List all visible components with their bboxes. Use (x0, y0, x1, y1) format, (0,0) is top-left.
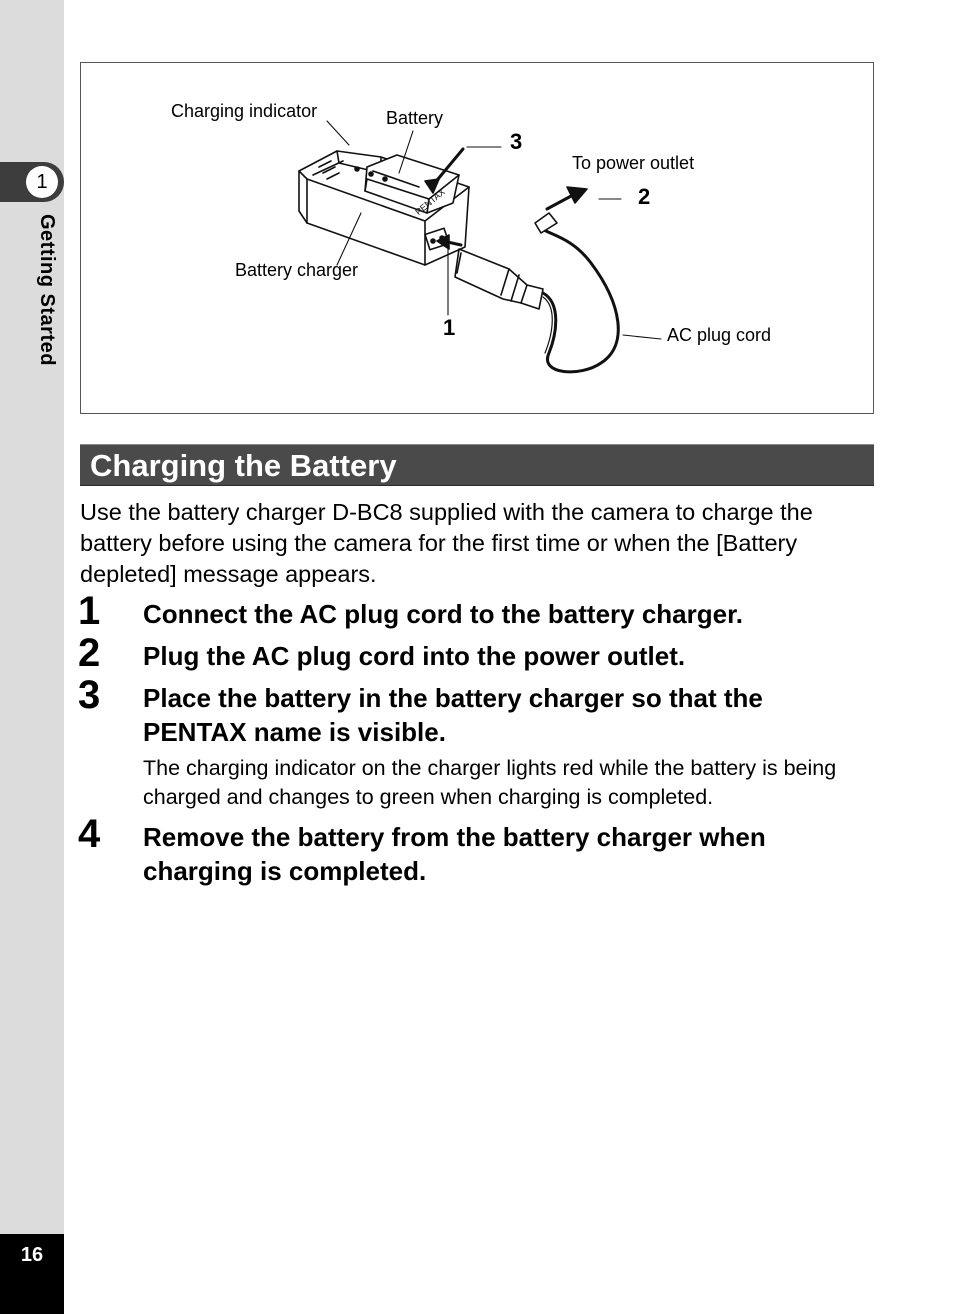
step-4-text: Remove the battery from the battery char… (143, 822, 766, 886)
step-2-number: 2 (78, 631, 101, 675)
callout-3: 3 (510, 129, 523, 154)
charging-indicator-label: Charging indicator (171, 101, 318, 121)
ac-plug-cord-label: AC plug cord (667, 325, 772, 345)
step-1-text: Connect the AC plug cord to the battery … (143, 599, 743, 629)
charger-drawing: PENTAX (298, 120, 662, 374)
chapter-sidebar (0, 0, 64, 1314)
section-header: Charging the Battery (80, 444, 874, 486)
chapter-title: Getting Started (36, 214, 58, 366)
to-power-outlet-label: To power outlet (572, 153, 695, 173)
callout-2: 2 (638, 184, 651, 209)
intro-paragraph: Use the battery charger D-BC8 supplied w… (80, 499, 813, 587)
charger-illustration: PENTAX (80, 62, 874, 414)
ac-plug-shape (454, 248, 544, 310)
battery-charger-label: Battery charger (235, 260, 359, 280)
step-4-number: 4 (78, 812, 101, 856)
callout-1: 1 (443, 315, 456, 340)
step-3-text: Place the battery in the battery charger… (143, 683, 763, 747)
step-1-number: 1 (78, 589, 101, 633)
page-number: 16 (20, 1244, 44, 1266)
step-2-text: Plug the AC plug cord into the power out… (143, 641, 686, 671)
step-3-number: 3 (78, 673, 101, 717)
chapter-number: 1 (26, 166, 58, 198)
section-title: Charging the Battery (90, 448, 397, 483)
battery-label: Battery (386, 108, 444, 128)
step-3-note: The charging indicator on the charger li… (143, 756, 837, 809)
page-number-box (0, 1234, 64, 1314)
battery-shape: PENTAX (364, 154, 460, 217)
